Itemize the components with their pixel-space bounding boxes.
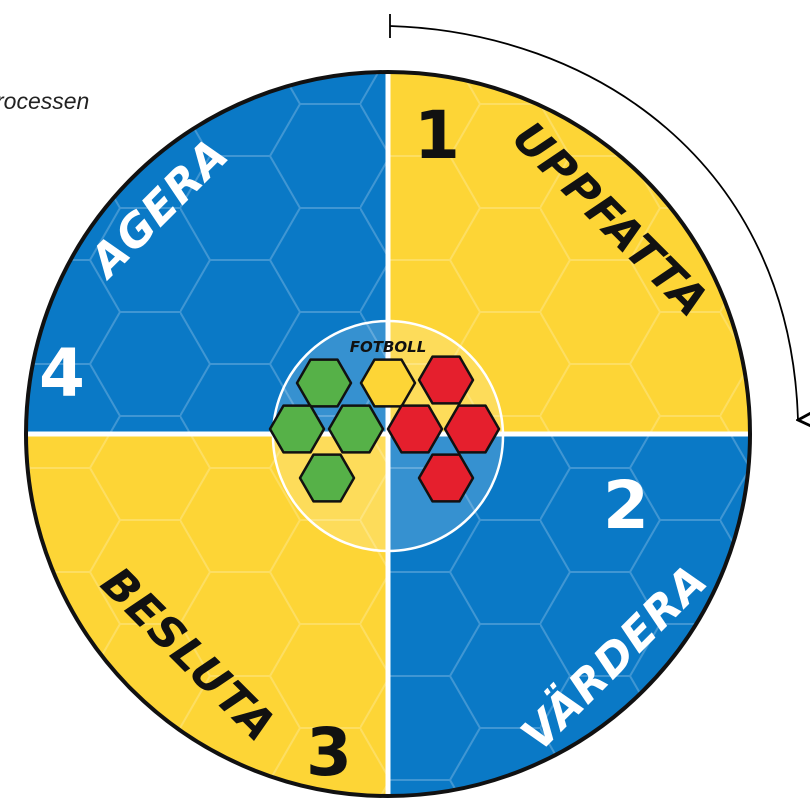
- outer-circle: [24, 70, 752, 798]
- hex-cell-green: [298, 453, 356, 503]
- hex-logo: [268, 355, 501, 503]
- hex-cell-red: [417, 453, 475, 503]
- quadrant-number-4: 4: [39, 335, 85, 412]
- quadrant-number-3: 3: [306, 714, 352, 791]
- rotation-arrow-icon: [389, 25, 798, 420]
- hex-cell-red: [386, 404, 444, 454]
- hex-cell-yellow: [359, 358, 417, 408]
- quadrant-number-1: 1: [414, 97, 460, 174]
- quadrant-number-2: 2: [603, 467, 649, 544]
- caption-text: rocessen: [0, 88, 90, 114]
- hex-cell-red: [417, 355, 475, 405]
- hex-cell-red: [443, 404, 501, 454]
- hex-cell-green: [268, 404, 326, 454]
- hex-cell-green: [327, 404, 385, 454]
- hex-cell-green: [295, 358, 353, 408]
- brand-label: FOTBOLL: [350, 338, 427, 356]
